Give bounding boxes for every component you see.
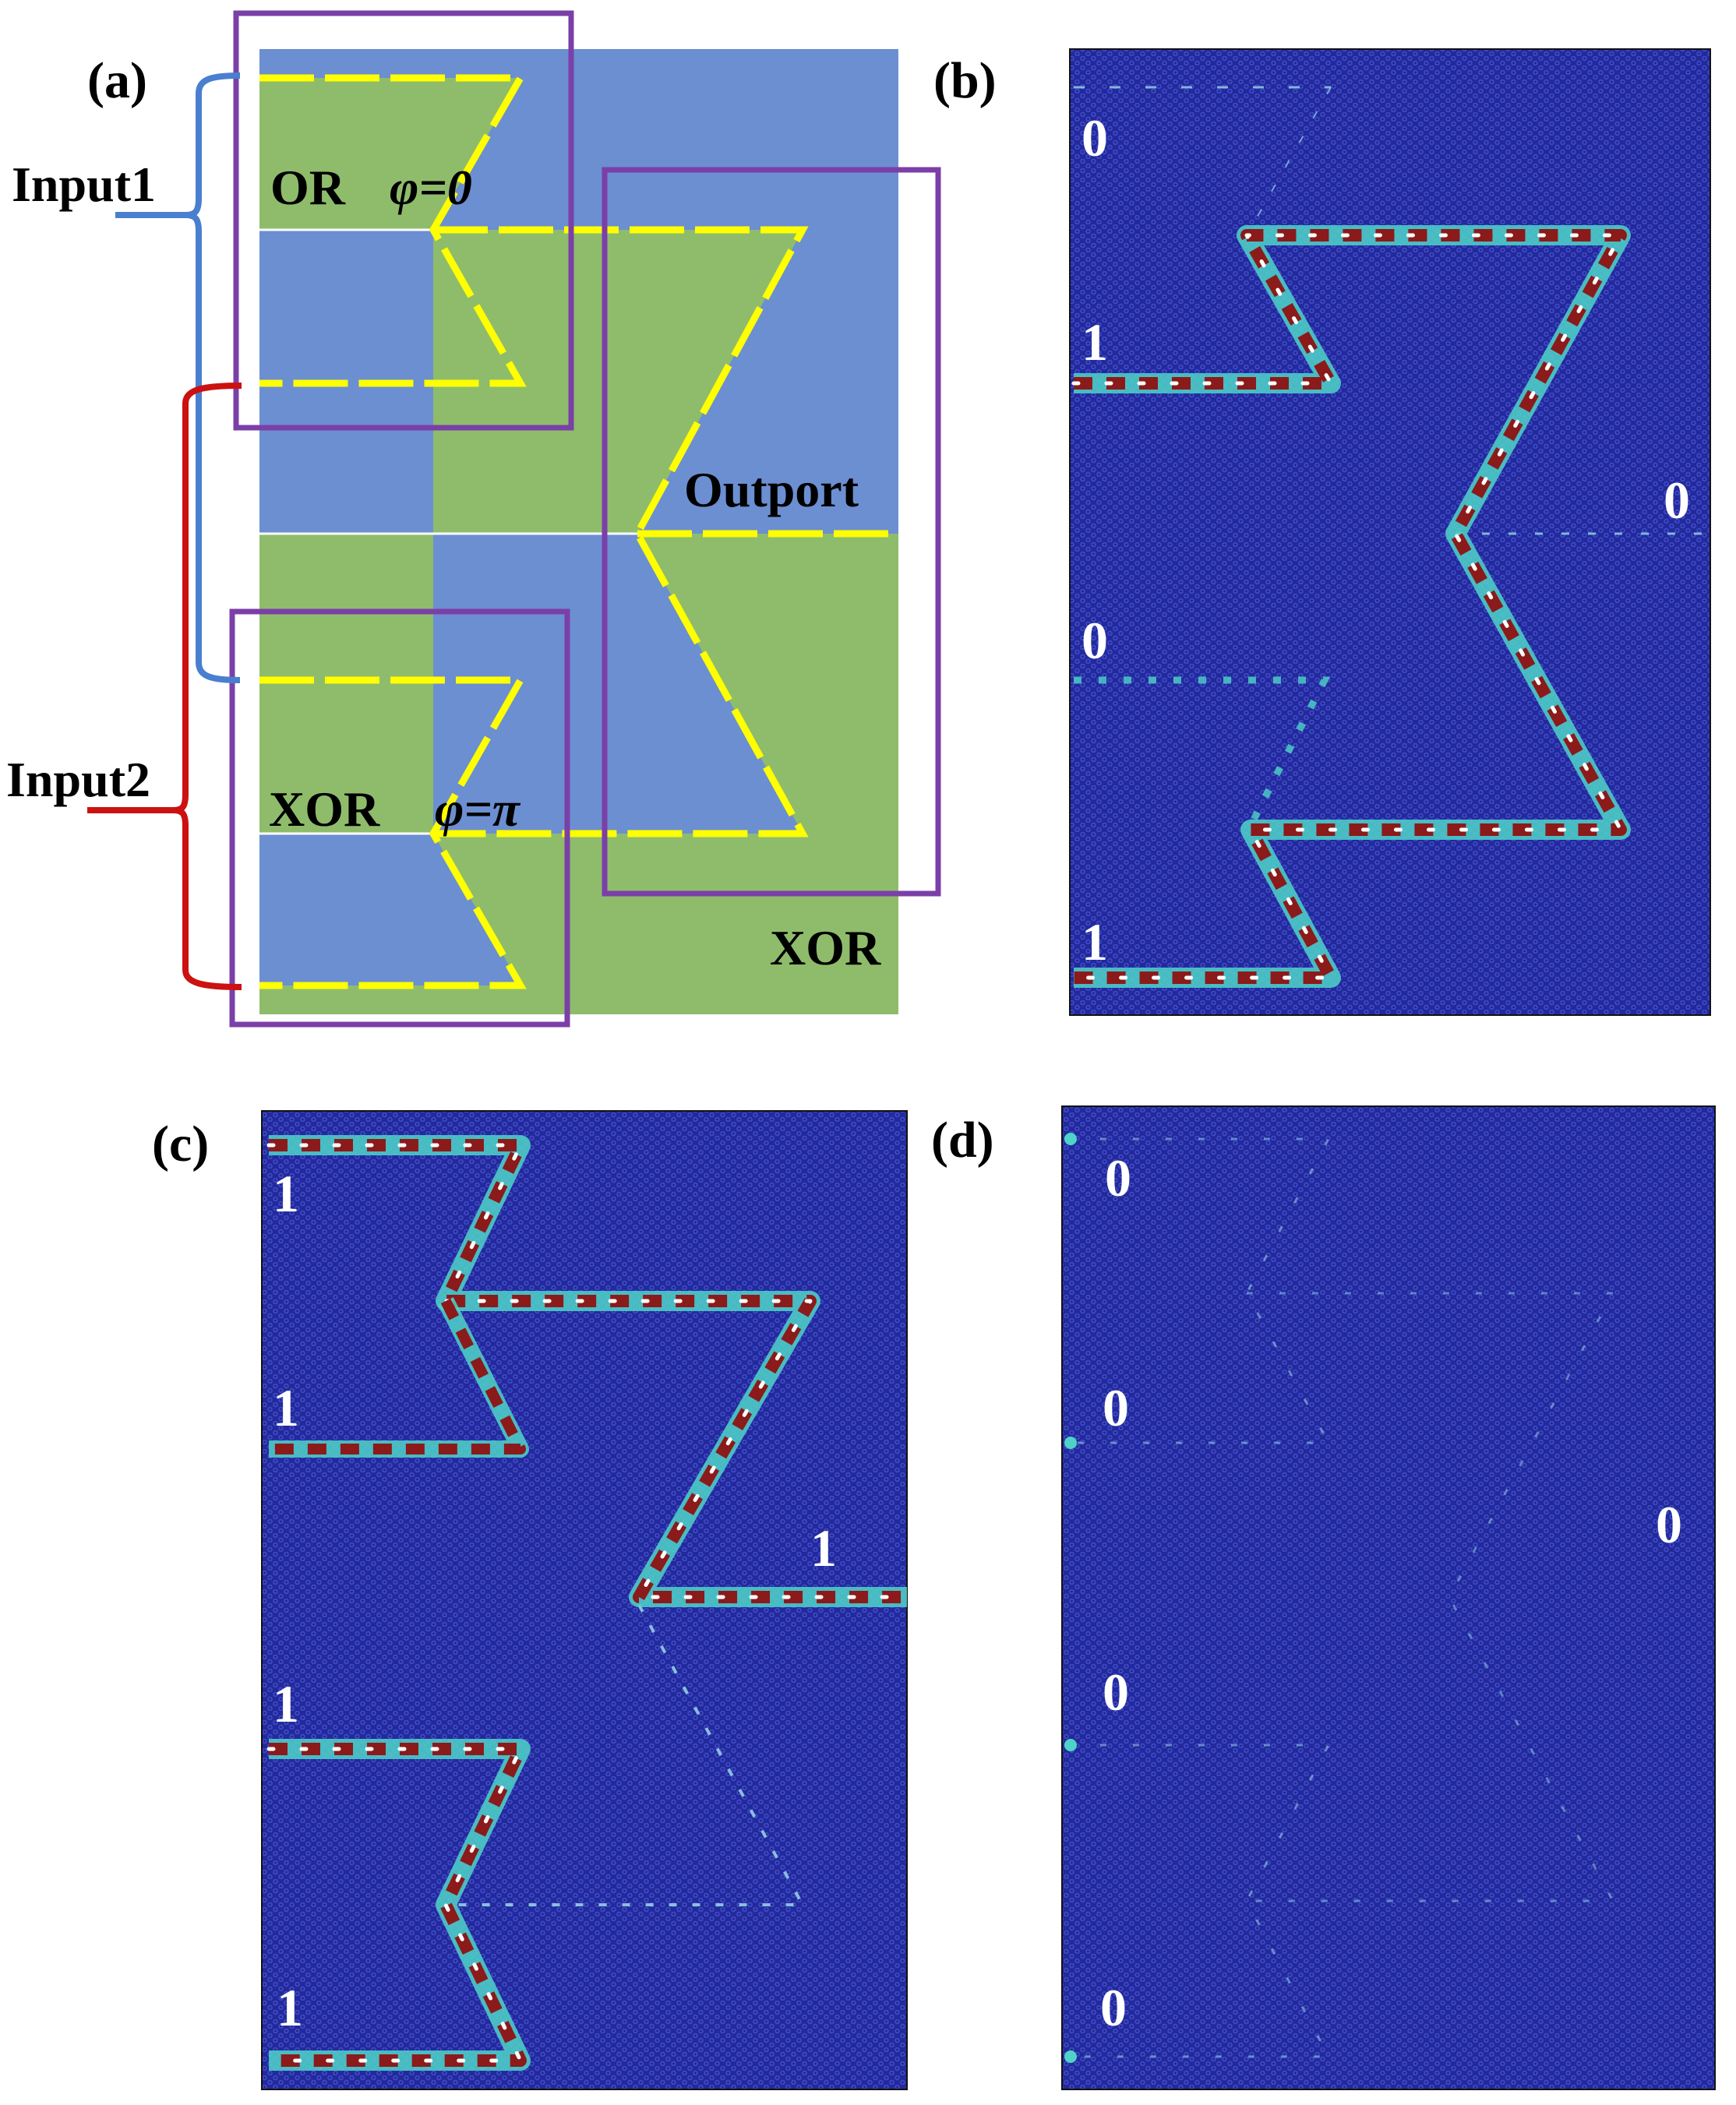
panel-d-label: (d)	[931, 1112, 994, 1169]
panel-b-lattice	[1069, 48, 1711, 1016]
panel-d-lattice	[1061, 1105, 1716, 2090]
panel-c-field-map: (c) 1 1 1 1 1	[152, 1110, 909, 2090]
output-channel-green-domain	[433, 230, 803, 534]
or-phase-label: φ=0	[390, 160, 472, 215]
panel-c-strong-upper-hotspots	[269, 1139, 907, 1603]
panel-d-input-source-1	[1064, 1133, 1077, 1145]
or-gate-green-domain	[259, 78, 520, 230]
xor-gate-box	[229, 608, 570, 1028]
output-channel-dashed-interface	[433, 226, 809, 837]
panel-c-input-state-2: 1	[273, 1378, 299, 1437]
or-gate-box	[233, 10, 574, 431]
outport-label: Outport	[684, 462, 859, 517]
panel-c-input-state-1: 1	[273, 1164, 299, 1223]
xor-phase-label: φ=π	[435, 781, 521, 837]
panel-b-input-state-3: 0	[1081, 611, 1108, 670]
panel-c-upper-input-return-hotspots	[269, 1298, 526, 1454]
panel-d-field-map: (d) 0 0 0 0 0	[931, 1105, 1716, 2090]
output-gate-label: XOR	[770, 920, 881, 975]
panel-a-schematic: (a) Input1 Input2 OR φ=0 XOR φ=π Outport…	[6, 10, 941, 1028]
panel-b-input-state-4: 1	[1081, 912, 1108, 971]
panel-d-input-source-2	[1064, 1437, 1077, 1449]
panel-b-field-map: (b) 0 1 0 1 0	[933, 48, 1711, 1016]
input1-bracket	[115, 72, 241, 683]
panel-b-input-state-1: 0	[1081, 108, 1108, 167]
input2-label: Input2	[6, 752, 150, 807]
output-channel-blue-domain	[433, 534, 803, 834]
panel-c-label: (c)	[152, 1116, 209, 1172]
panel-c-output-state: 1	[810, 1518, 837, 1578]
xor-gate-blue-domain	[259, 834, 520, 986]
panel-d-faint-upper-gate	[1067, 1137, 1331, 1444]
output-xor-box	[602, 167, 941, 897]
xor-gate-label: XOR	[269, 781, 380, 837]
panel-d-input-state-1: 0	[1105, 1148, 1131, 1208]
panel-b-output-state: 0	[1664, 471, 1690, 530]
panel-b-weak-upper-diagonal	[1246, 86, 1332, 236]
panel-d-input-source-3	[1064, 1739, 1077, 1751]
panel-c-lower-input-core	[266, 1747, 523, 2063]
panel-d-input-state-4: 0	[1100, 1978, 1127, 2037]
panel-b-label: (b)	[933, 52, 997, 109]
panel-d-faint-output-channel	[1247, 1292, 1615, 1902]
panel-c-input-state-3: 1	[273, 1674, 299, 1733]
panel-d-input-state-2: 0	[1103, 1378, 1129, 1437]
panel-d-input-state-3: 0	[1103, 1662, 1129, 1722]
panel-c-input-state-4: 1	[277, 1978, 303, 2037]
input2-bracket	[87, 383, 242, 990]
panel-b-input-state-2: 1	[1081, 312, 1108, 372]
panel-d-output-state: 0	[1656, 1495, 1682, 1554]
input1-label: Input1	[12, 157, 156, 212]
panel-b-lower-input-path	[1074, 676, 1331, 828]
or-gate-label: OR	[270, 160, 346, 215]
panel-b-strong-branch-core	[1071, 233, 1623, 980]
panel-d-input-source-4	[1064, 2050, 1077, 2063]
panel-a-label: (a)	[87, 52, 147, 109]
